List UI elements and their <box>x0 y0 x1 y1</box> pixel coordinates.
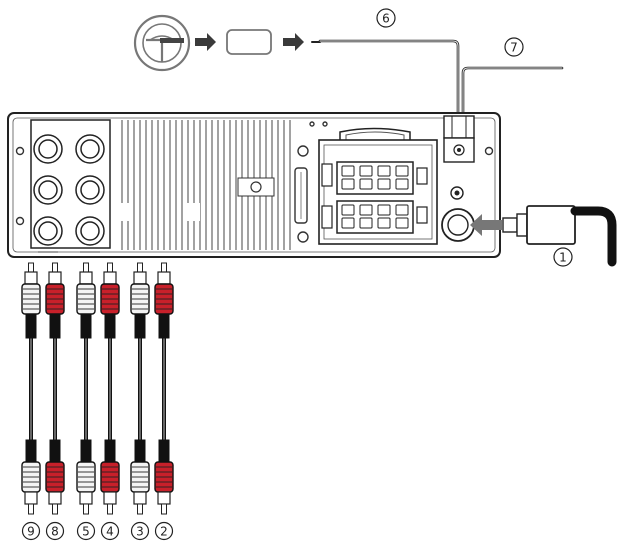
callout-2-label: 2 <box>160 525 168 539</box>
rca-cable-5 <box>76 262 96 515</box>
rca-plug-bottom <box>130 439 150 515</box>
wire-6 <box>311 39 460 120</box>
rca-plug-top <box>21 262 41 339</box>
arrow-icon <box>283 33 304 51</box>
iso-connector <box>318 127 438 245</box>
callout-4: 4 <box>100 521 120 541</box>
arrow-icon <box>470 214 502 236</box>
callout-7: 7 <box>504 37 524 57</box>
callout-4-label: 4 <box>106 525 114 539</box>
steering-wheel-icon <box>133 14 191 72</box>
rca-cable-3 <box>130 262 150 515</box>
wire-7 <box>461 66 564 120</box>
rca-plug-top <box>100 262 120 339</box>
callout-2: 2 <box>154 521 174 541</box>
rca-plug-bottom <box>100 439 120 515</box>
arrow-icon <box>195 33 216 51</box>
rca-plug-bottom <box>154 439 174 515</box>
remote-wire-connector <box>443 115 475 163</box>
rca-plug-top <box>154 262 174 339</box>
rca-cable-2 <box>154 262 174 515</box>
steering-control-box <box>226 29 272 55</box>
rca-cables <box>21 262 174 515</box>
rca-plug-top <box>130 262 150 339</box>
rca-cable-4 <box>100 262 120 515</box>
callout-1-label: 1 <box>559 251 567 265</box>
rca-plug-top <box>76 262 96 339</box>
head-unit-rear-panel <box>7 112 501 258</box>
callout-6: 6 <box>376 8 396 28</box>
antenna-socket <box>441 186 475 242</box>
callout-9: 9 <box>21 521 41 541</box>
rca-plug-bottom <box>45 439 65 515</box>
rca-plug-bottom <box>76 439 96 515</box>
rca-jack-block <box>30 119 111 253</box>
callout-8-label: 8 <box>51 525 59 539</box>
rca-cable-8 <box>45 262 65 515</box>
rca-cable-9 <box>21 262 41 515</box>
callout-5-label: 5 <box>82 525 90 539</box>
callout-3: 3 <box>130 521 150 541</box>
heatsink-fins <box>116 120 291 250</box>
rca-plug-bottom <box>21 439 41 515</box>
callout-9-label: 9 <box>27 525 35 539</box>
callout-8: 8 <box>45 521 65 541</box>
callout-1: 1 <box>553 247 573 267</box>
callout-5: 5 <box>76 521 96 541</box>
iso-connector-pins <box>341 165 409 229</box>
callout-3-label: 3 <box>136 525 144 539</box>
callout-6-label: 6 <box>382 12 390 26</box>
rca-plug-top <box>45 262 65 339</box>
callout-7-label: 7 <box>510 41 518 55</box>
antenna-plug-icon <box>502 205 617 267</box>
